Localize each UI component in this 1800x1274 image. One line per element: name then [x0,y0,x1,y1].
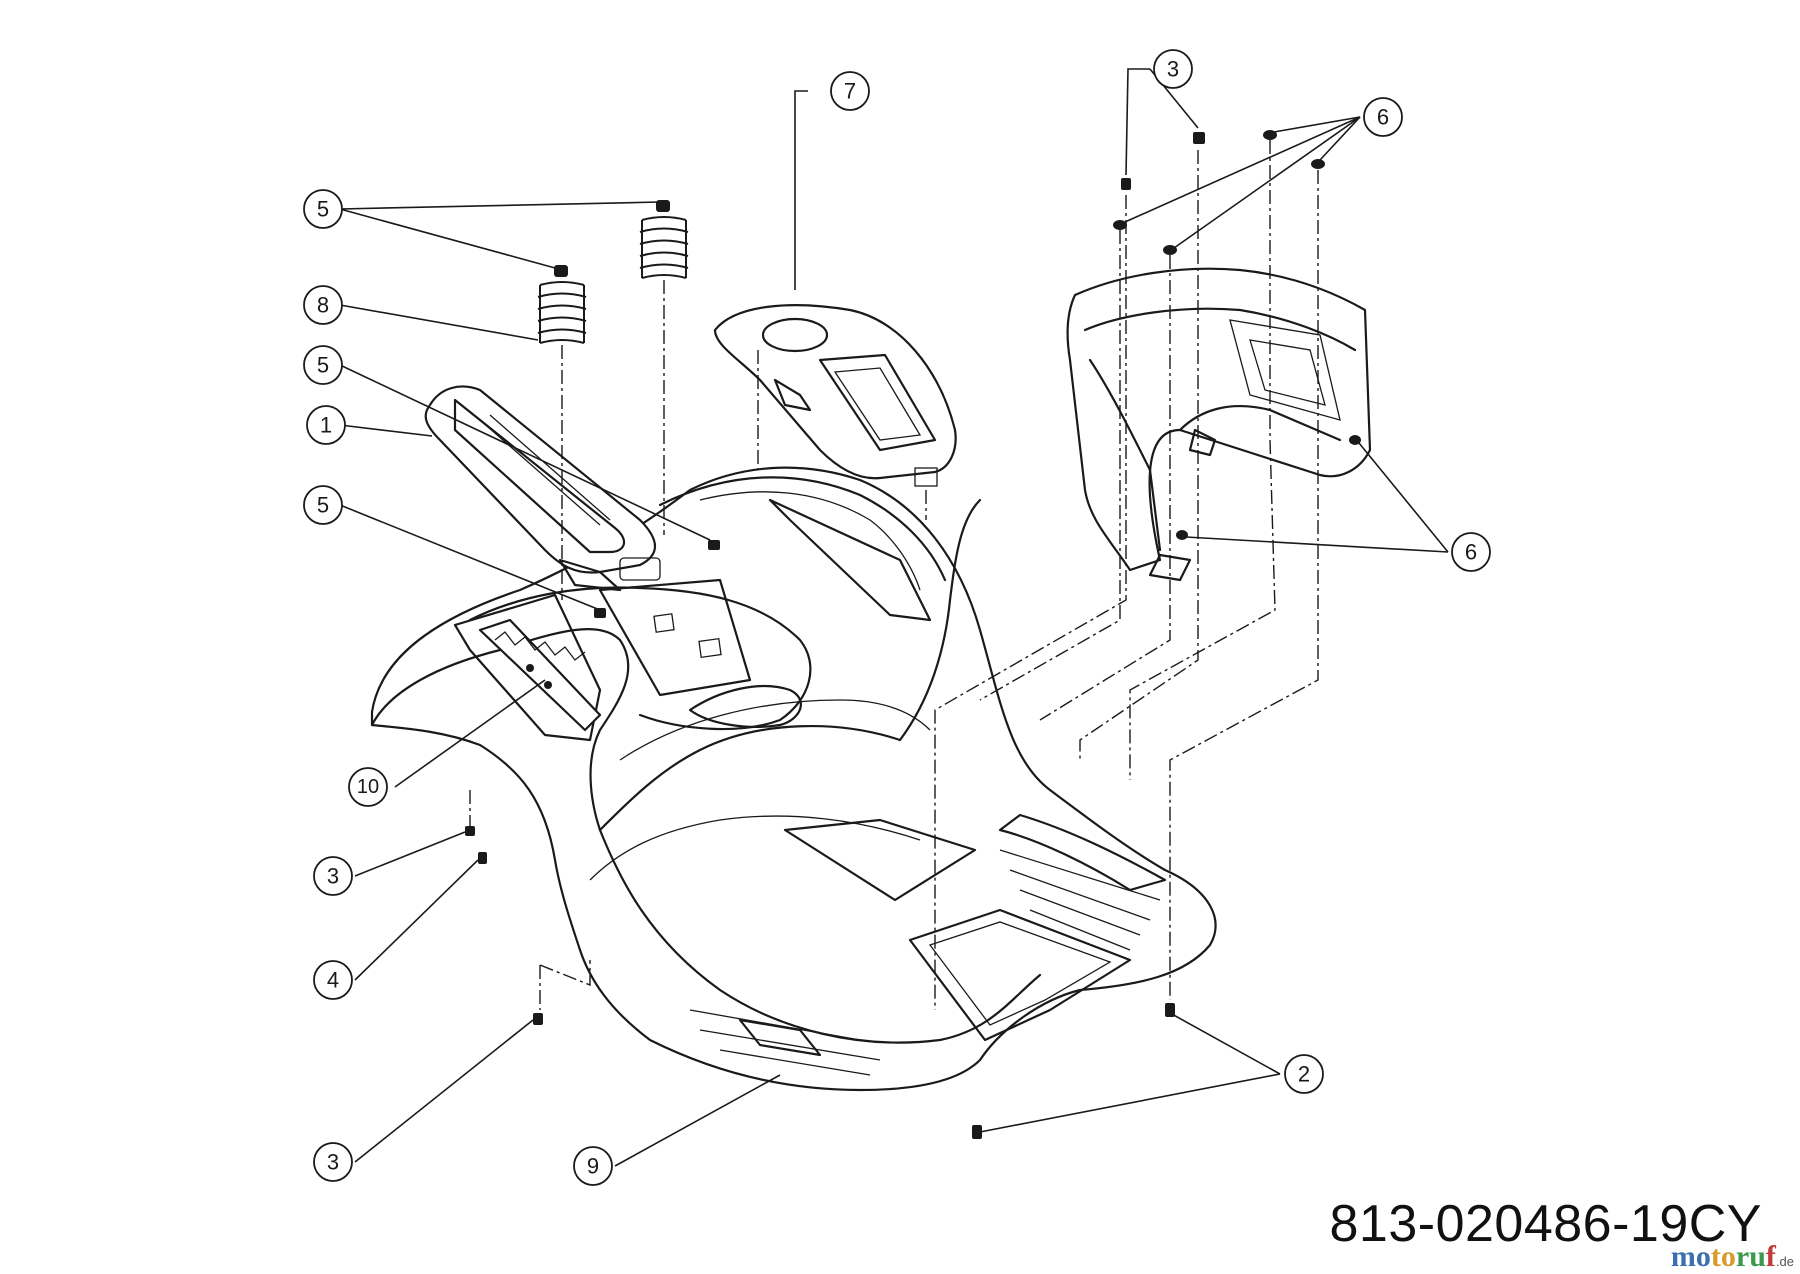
callout-8: 8 [303,285,343,325]
callout-6-top: 6 [1363,97,1403,137]
callout-10-label: 10 [357,776,379,798]
seat-spring-right [639,200,689,279]
callout-3-left-label: 3 [327,864,339,889]
watermark-part-4: f [1765,1240,1776,1273]
callout-3-top: 3 [1153,49,1193,89]
callout-7: 7 [830,71,870,111]
callout-1: 1 [306,405,346,445]
seat-rail-part [478,618,602,732]
callout-5-b: 5 [303,345,343,385]
cup-holder-console-part [713,304,957,487]
callout-5-c-label: 5 [317,493,329,518]
assembly-center-lines [469,140,1319,1010]
callout-6-top-label: 6 [1377,105,1389,130]
fender-body-part [370,466,1217,1092]
watermark-part-3: ru [1735,1240,1766,1273]
callout-5-b-label: 5 [317,353,329,378]
callout-3-bottom-label: 3 [327,1150,339,1175]
seat-spring-left [537,265,587,344]
callout-3-top-label: 3 [1167,57,1179,82]
rear-storage-box-part [1066,267,1372,582]
callout-3-bottom: 3 [313,1142,353,1182]
callout-5-a: 5 [303,189,343,229]
callout-2: 2 [1284,1054,1324,1094]
callout-9: 9 [573,1146,613,1186]
watermark-part-1: mo [1670,1240,1711,1273]
callout-2-label: 2 [1298,1062,1310,1087]
callout-6-right: 6 [1451,532,1491,572]
drawing-number: 813-020486-19CY [1329,1195,1762,1253]
callout-5-c: 5 [303,485,343,525]
callout-8-label: 8 [317,293,329,318]
callout-5-a-label: 5 [317,197,329,222]
callout-10: 10 [348,767,388,807]
watermark-logo: motoruf.de [1671,1240,1794,1274]
callout-4: 4 [313,960,353,1000]
callout-leaders [339,68,1449,1167]
callout-1-label: 1 [320,413,332,438]
callout-3-left: 3 [313,856,353,896]
callout-7-label: 7 [844,79,856,104]
armrest-cover-part [424,385,661,592]
callout-6-right-label: 6 [1465,540,1477,565]
watermark-suffix: .de [1775,1254,1794,1269]
watermark-part-2: to [1710,1240,1736,1273]
callout-4-label: 4 [327,968,339,993]
callout-9-label: 9 [587,1154,599,1179]
